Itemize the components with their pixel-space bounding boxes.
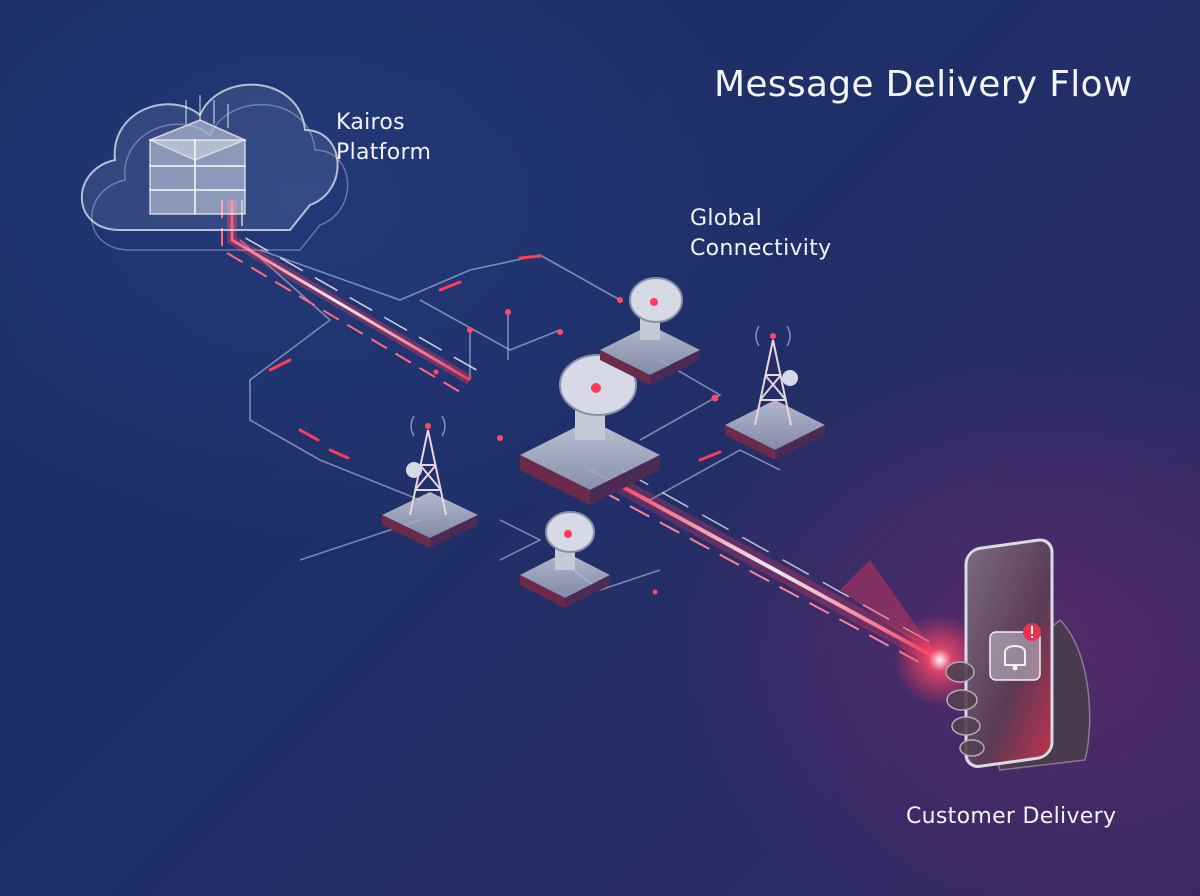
radio-tower-icon: [382, 415, 478, 548]
signal-dashes: [268, 254, 722, 462]
satellite-dish-icon: [520, 511, 610, 608]
signal-nodes: [433, 297, 719, 595]
satellite-dish-icon: [520, 354, 660, 505]
radio-tower-icon: [725, 325, 825, 460]
bell-notification-icon: [989, 623, 1041, 681]
satellite-dish-icon: [600, 277, 700, 385]
node-label-source: Kairos Platform: [336, 110, 432, 165]
node-label-network: Global Connectivity: [690, 206, 832, 261]
diagram-title: Message Delivery Flow: [714, 64, 1133, 105]
node-label-destination: Customer Delivery: [906, 804, 1117, 829]
cloud-server-icon: [80, 83, 349, 251]
